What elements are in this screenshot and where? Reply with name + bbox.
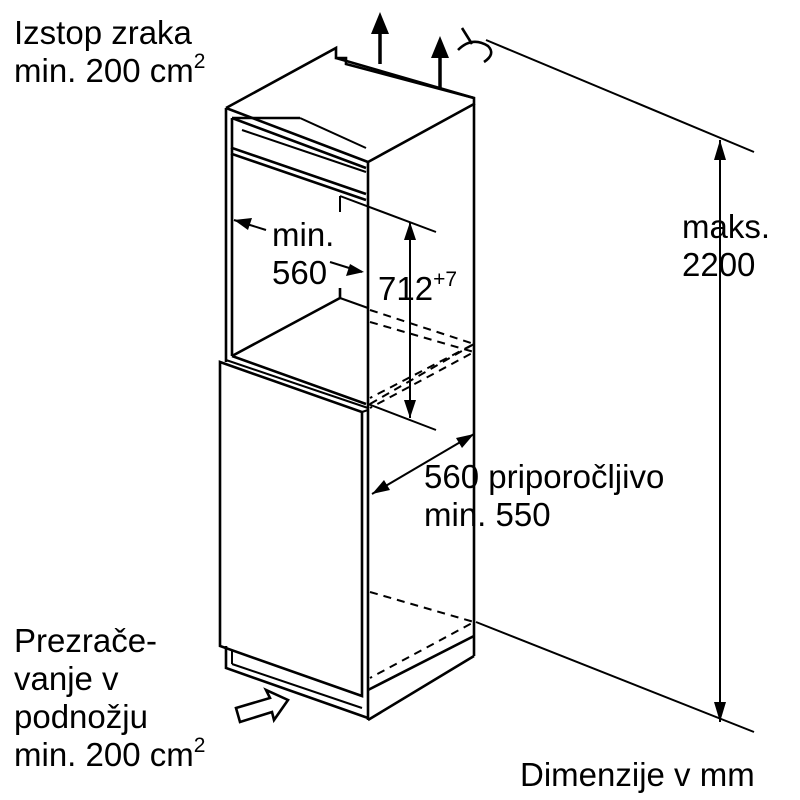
air-outlet-sup: 2 bbox=[193, 50, 206, 73]
air-outlet-value: min. 200 cm bbox=[14, 52, 194, 89]
air-outlet-line2: min. 200 cm2 bbox=[14, 50, 206, 90]
total-height-line1: maks. bbox=[682, 208, 771, 245]
plinth bbox=[224, 646, 369, 720]
total-height-dimension bbox=[475, 39, 755, 733]
plinth-line4: min. 200 cm2 bbox=[14, 734, 206, 774]
niche-height-label: 712+7 bbox=[378, 268, 458, 308]
appliance-door bbox=[218, 359, 369, 698]
plinth-line2: vanje v bbox=[14, 660, 119, 697]
total-height-label: maks. 2200 bbox=[682, 208, 770, 284]
plinth-value: min. 200 cm bbox=[14, 736, 194, 773]
niche-height-value: 712 bbox=[378, 270, 434, 307]
niche-width-dimension bbox=[233, 218, 364, 276]
cabinet-outline bbox=[224, 45, 476, 722]
niche-height-tolerance: +7 bbox=[433, 268, 458, 291]
depth-line2: min. 550 bbox=[424, 496, 551, 533]
depth-dimension bbox=[371, 433, 475, 495]
air-outlet-arrows bbox=[371, 12, 449, 88]
depth-label: 560 priporočljivo min. 550 bbox=[424, 458, 664, 534]
niche-width-line1: min. bbox=[272, 216, 335, 253]
hidden-lines bbox=[369, 309, 477, 679]
plinth-line1: Prezrače- bbox=[14, 622, 158, 659]
plinth-air-arrow bbox=[234, 687, 290, 724]
niche-width-label: min. 560 bbox=[272, 216, 334, 292]
plinth-vent-label: Prezrače- vanje v podnožju min. 200 cm2 bbox=[14, 622, 205, 774]
ceiling-mark bbox=[457, 27, 493, 64]
niche-width-line2: 560 bbox=[272, 254, 328, 291]
plinth-line3: podnožju bbox=[14, 698, 148, 735]
upper-niche bbox=[230, 116, 369, 406]
total-height-line2: 2200 bbox=[682, 246, 756, 283]
units-label: Dimenzije v mm bbox=[520, 756, 755, 794]
air-outlet-label: Izstop zraka min. 200 cm2 bbox=[14, 14, 205, 90]
depth-line1: 560 priporočljivo bbox=[424, 458, 665, 495]
niche-height-dimension bbox=[339, 195, 437, 431]
plinth-sup: 2 bbox=[193, 734, 206, 757]
units-text: Dimenzije v mm bbox=[520, 756, 755, 793]
air-outlet-line1: Izstop zraka bbox=[14, 14, 192, 51]
